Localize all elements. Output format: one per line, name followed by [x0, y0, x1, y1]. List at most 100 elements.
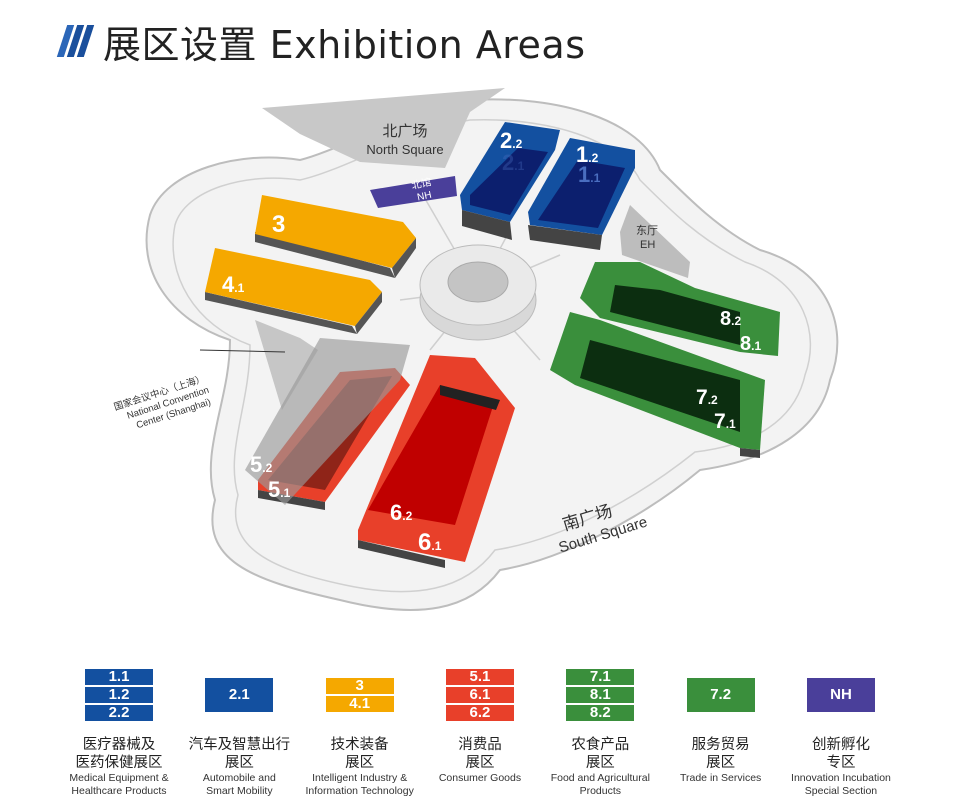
hall-7-2-7-1[interactable]: 7 .2 7.1 — [550, 312, 765, 458]
legend-cn2: 专区 — [826, 755, 856, 771]
hall-6-2-label: 6 — [390, 500, 402, 525]
legend-en2: Information Technology — [305, 785, 414, 797]
legend-cn2: 展区 — [465, 755, 495, 771]
hall-7-1-label: 7 — [714, 410, 726, 433]
legend-en2: Products — [579, 785, 622, 797]
page-title: 展区设置 Exhibition Areas — [56, 16, 586, 67]
legend-hall-badge: 6.1 — [445, 687, 514, 703]
legend-hall-badge: 1.2 — [85, 687, 153, 703]
legend-hall-badge: 7.1 — [566, 669, 635, 685]
hall-nh[interactable] — [370, 176, 457, 208]
venue-map: 北广场 North Square 北馆 NH 东厅 EH 3 4.1 2.2 2… — [112, 88, 839, 611]
legend-hall-badge: 8.1 — [566, 687, 635, 703]
legend-label-cn: 创新孵化专区 — [812, 736, 870, 772]
hall-6-1-sublabel: .1 — [431, 539, 441, 553]
hall-2-2-2-1[interactable]: 2.2 2.1 — [460, 122, 560, 240]
hall-1-2-1-1[interactable]: 1.2 1.1 — [528, 138, 635, 250]
hall-5-1-label: 5 — [268, 477, 280, 502]
hall-5-2-label: 5 — [250, 452, 262, 477]
hall-4-1-sublabel: .1 — [234, 281, 244, 295]
svg-text:5.1: 5.1 — [268, 477, 291, 502]
legend-label-cn: 服务贸易展区 — [692, 736, 750, 772]
hall-8-2-sublabel: .2 — [731, 314, 741, 328]
legend-hall-badge: 4.1 — [325, 696, 394, 712]
svg-text:1.1: 1.1 — [578, 162, 601, 187]
legend-cn2: 展区 — [585, 755, 615, 771]
legend-hall-badge: NH — [806, 678, 875, 712]
hall-8-2-8-1[interactable]: 8.2 8.1 — [580, 262, 780, 356]
hall-nh-label-en: NH — [416, 190, 432, 204]
svg-text:2.1: 2.1 — [502, 150, 525, 175]
hall-2-2-label: 2 — [500, 128, 512, 153]
legend-hall-badge: 2.2 — [85, 705, 153, 721]
legend-label-cn: 农食产品展区 — [571, 736, 629, 772]
legend-cn2: 展区 — [706, 755, 736, 771]
page-title-text: 展区设置 Exhibition Areas — [103, 22, 586, 67]
hall-2-2-sublabel: .2 — [512, 137, 522, 151]
svg-text:2.2: 2.2 — [500, 128, 523, 153]
north-square-cn: 北广场 — [382, 123, 427, 140]
hall-3-label: 3 — [272, 211, 285, 238]
svg-text:6.2: 6.2 — [390, 500, 413, 525]
legend-en1: Trade in Services — [679, 772, 762, 784]
legend-en1: Innovation Incubation — [791, 772, 891, 784]
hall-5-1-sublabel: .1 — [280, 486, 290, 500]
hall-1-1-label: 1 — [578, 162, 590, 187]
legend-label-cn: 汽车及智慧出行展区 — [189, 736, 291, 772]
legend-cn2: 展区 — [224, 755, 254, 771]
legend-en1: Intelligent Industry & — [312, 772, 408, 784]
legend-cn1: 消费品 — [458, 737, 502, 753]
legend-cn1: 农食产品 — [571, 737, 630, 753]
legend-cn2: 医药保健展区 — [75, 755, 163, 771]
legend-en1: Consumer Goods — [438, 772, 522, 784]
hall-eh-label-cn: 东厅 — [636, 224, 658, 237]
legend-swatches: 1.1 1.2 2.2 — [85, 660, 153, 730]
hall-1-2-sublabel: .2 — [588, 151, 598, 165]
svg-text:5.2: 5.2 — [250, 452, 273, 477]
legend-hall-badge: 8.2 — [566, 705, 635, 721]
hall-3[interactable]: 3 — [255, 195, 416, 278]
legend-en1: Food and Agricultural — [550, 772, 650, 784]
north-square-en: North Square — [366, 142, 443, 157]
svg-text:1.2: 1.2 — [576, 142, 599, 167]
hall-nh-label-cn: 北馆 — [410, 175, 432, 192]
hall-8-1-label: 8 — [740, 333, 751, 355]
hall-8-2-label: 8 — [720, 308, 731, 330]
hall-6-2-sublabel: .2 — [402, 509, 412, 523]
hall-6-1-label: 6 — [418, 529, 431, 556]
legend-label-cn: 医疗器械及医药保健展区 — [76, 736, 163, 772]
hall-5-2-sublabel: .2 — [262, 461, 272, 475]
legend-swatches: 7.1 8.1 8.2 — [566, 660, 635, 730]
legend-en1: Automobile and — [202, 772, 276, 784]
hall-eh[interactable] — [620, 205, 690, 278]
hall-4-1[interactable]: 4.1 — [205, 248, 382, 334]
national-convention-center-area — [255, 320, 318, 410]
legend-label-cn: 消费品展区 — [458, 736, 502, 772]
central-plaza-hole — [447, 261, 509, 303]
hall-8-1-sublabel: .1 — [751, 339, 761, 353]
hall-1-2-label: 1 — [576, 142, 588, 167]
legend-hall-badge: 3 — [325, 678, 394, 694]
ncc-label: 国家会议中心（上海） National Convention Center (S… — [112, 372, 212, 431]
ncc-leader-line — [199, 349, 286, 353]
hall-5-1-5-2[interactable]: 5.2 5.1 — [245, 338, 410, 510]
hall-2-1-label: 2 — [502, 150, 514, 175]
hall-7-2-sublabel: .2 — [708, 393, 718, 407]
hall-7-1-sublabel: .1 — [726, 417, 736, 431]
legend-cn2: 展区 — [345, 755, 375, 771]
svg-text:8.1: 8.1 — [740, 333, 761, 355]
hall-4-1-label: 4 — [222, 272, 235, 297]
svg-text:7.1: 7.1 — [714, 410, 736, 433]
legend-en1: Medical Equipment & — [69, 772, 169, 784]
hall-6-2-6-1[interactable]: 6.2 6.1 — [358, 355, 515, 568]
legend-cn1: 创新孵化 — [811, 737, 870, 753]
legend-hall-badge: 1.1 — [85, 669, 153, 685]
